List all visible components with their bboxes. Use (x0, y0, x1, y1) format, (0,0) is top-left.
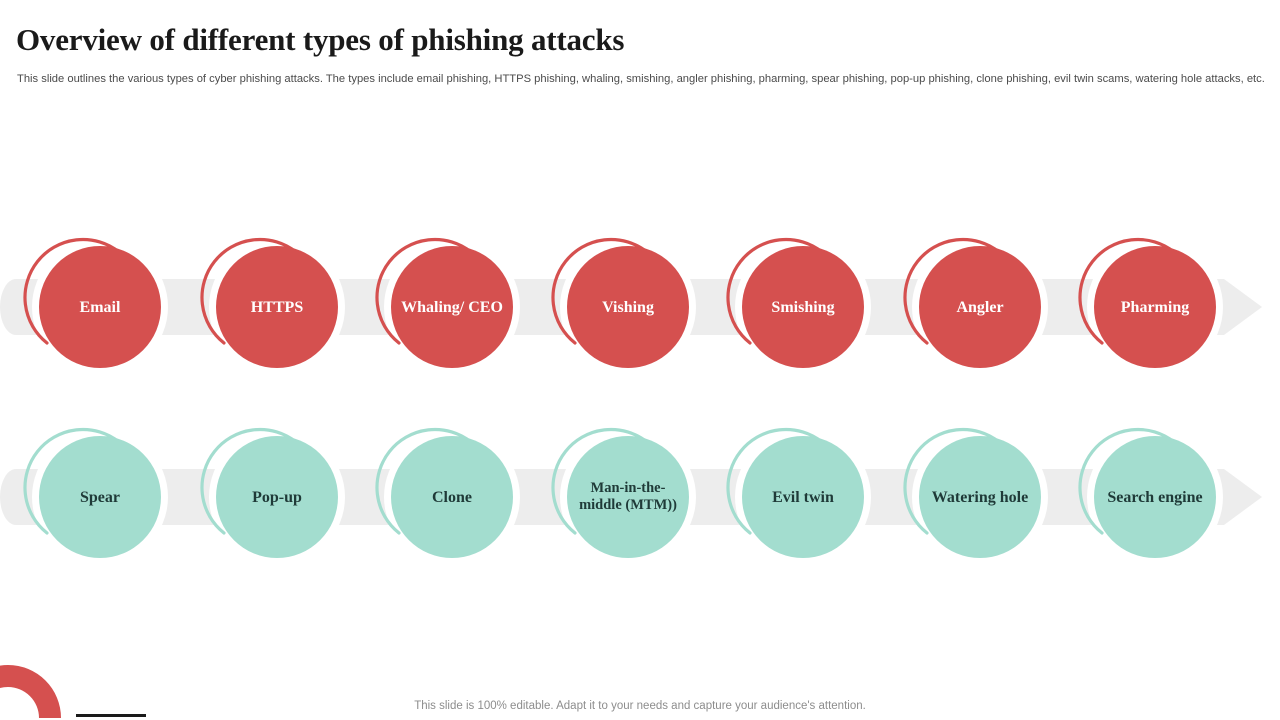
corner-ring-decoration (0, 648, 78, 720)
node-label: Man-in-the-middle (MTM)) (579, 480, 677, 513)
circle-shape: Pharming (1094, 246, 1216, 368)
circle-shape: Spear (39, 436, 161, 558)
node-label: Vishing (602, 298, 654, 316)
circle-shape: HTTPS (216, 246, 338, 368)
phishing-node-clone[interactable]: Clone (375, 427, 513, 558)
node-label: HTTPS (250, 298, 304, 316)
node-label: Search engine (1107, 488, 1203, 506)
circle-shape: Whaling/ CEO (391, 246, 513, 368)
phishing-node-watering-hole[interactable]: Watering hole (903, 427, 1041, 558)
phishing-node-pop-up[interactable]: Pop-up (200, 427, 338, 558)
phishing-node-spear[interactable]: Spear (23, 427, 161, 558)
node-label: Email (79, 298, 121, 316)
phishing-node-angler[interactable]: Angler (903, 237, 1041, 368)
phishing-node-pharming[interactable]: Pharming (1078, 237, 1216, 368)
circle-shape: Search engine (1094, 436, 1216, 558)
phishing-node-man-in-the-middle-mtm[interactable]: Man-in-the-middle (MTM)) (551, 427, 689, 558)
node-label: Pop-up (252, 488, 302, 506)
slide-subtitle: This slide outlines the various types of… (17, 73, 1265, 85)
node-label: Angler (956, 298, 1004, 316)
node-label: Clone (432, 488, 472, 506)
node-label: Smishing (771, 298, 835, 316)
circle-shape: Clone (391, 436, 513, 558)
phishing-node-smishing[interactable]: Smishing (726, 237, 864, 368)
corner-rule-decoration (76, 714, 146, 717)
circle-shape: Watering hole (919, 436, 1041, 558)
node-label: Watering hole (931, 488, 1029, 506)
phishing-node-vishing[interactable]: Vishing (551, 237, 689, 368)
circle-shape: Man-in-the-middle (MTM)) (567, 436, 689, 558)
circle-shape: Pop-up (216, 436, 338, 558)
circle-shape: Vishing (567, 246, 689, 368)
phishing-node-whaling-ceo[interactable]: Whaling/ CEO (375, 237, 513, 368)
circle-shape: Evil twin (742, 436, 864, 558)
node-label: Whaling/ CEO (401, 298, 503, 316)
footer-note: This slide is 100% editable. Adapt it to… (414, 700, 866, 712)
phishing-row-teal: Spear Pop-up Clone Man-in-the-middle (MTM))… (0, 427, 1280, 562)
phishing-node-https[interactable]: HTTPS (200, 237, 338, 368)
node-label: Evil twin (772, 488, 834, 506)
phishing-node-email[interactable]: Email (23, 237, 161, 368)
circle-shape: Angler (919, 246, 1041, 368)
phishing-row-red: Email HTTPS Whaling/ CEO Vishing Smishing Ang… (0, 237, 1280, 372)
circle-shape: Smishing (742, 246, 864, 368)
circle-shape: Email (39, 246, 161, 368)
page-title: Overview of different types of phishing … (16, 22, 625, 57)
phishing-node-evil-twin[interactable]: Evil twin (726, 427, 864, 558)
node-label: Pharming (1120, 298, 1190, 316)
node-label: Spear (80, 488, 120, 506)
phishing-node-search-engine[interactable]: Search engine (1078, 427, 1216, 558)
